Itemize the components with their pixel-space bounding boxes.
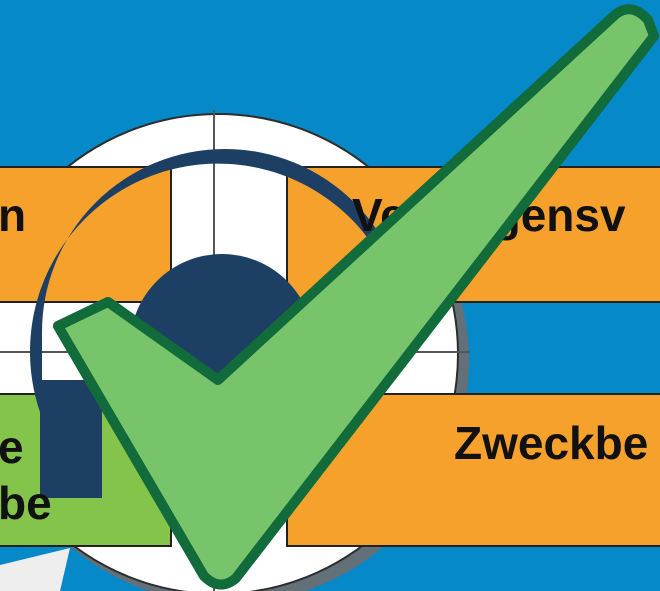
bottom-left-box-label-line1: e bbox=[0, 424, 24, 470]
bottom-left-box-label-line2: be bbox=[0, 480, 52, 526]
top-right-box-label: Vermögensv bbox=[352, 192, 626, 238]
top-left-box-label: n bbox=[0, 192, 26, 238]
bottom-right-box-label: Zweckbe bbox=[454, 420, 648, 466]
